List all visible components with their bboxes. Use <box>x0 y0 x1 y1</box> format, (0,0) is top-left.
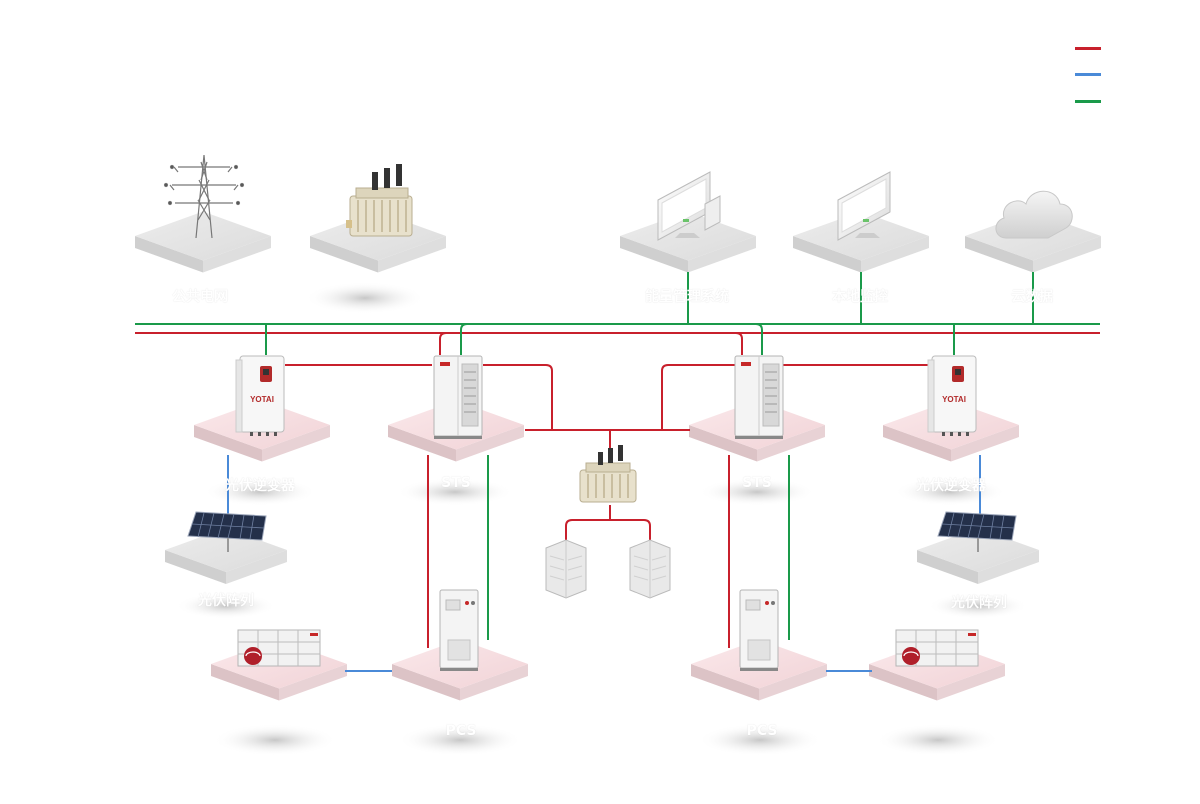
label-pcs-left: PCS <box>445 723 477 739</box>
battery-rack-icon <box>237 629 321 667</box>
legend-swatch-comm <box>1075 100 1101 103</box>
platform-grid <box>135 211 271 273</box>
platform-ems <box>620 211 756 273</box>
solar-panel-icon <box>937 511 1017 552</box>
label-sts-right: STS <box>742 475 772 491</box>
svg-text:YOTAI: YOTAI <box>250 395 274 404</box>
label-pcs-right: PCS <box>746 723 778 739</box>
connection-layer <box>135 272 1100 672</box>
transmission-tower-icon <box>163 154 245 239</box>
battery-rack-icon <box>895 629 979 667</box>
solar-panel-icon <box>187 511 267 552</box>
label-local-monitor: 本地监控 <box>832 289 888 305</box>
devices-layer: YOTAI YOTAI <box>163 154 1073 671</box>
pcs-cabinet-icon <box>739 589 779 671</box>
label-pv-array-right: 光伏阵列 <box>951 595 1007 611</box>
load-icon <box>629 539 671 599</box>
cloud-icon <box>995 190 1073 239</box>
pcs-cabinet-icon <box>439 589 479 671</box>
inverter-icon: YOTAI <box>235 355 285 436</box>
monitor-icon <box>837 171 891 241</box>
label-grid: 公共电网 <box>172 289 228 305</box>
svg-text:YOTAI: YOTAI <box>942 395 966 404</box>
transformer-icon <box>579 445 637 503</box>
label-pv-inverter-left: 光伏逆变器 <box>225 478 295 494</box>
monitor-icon <box>657 171 721 241</box>
label-pv-inverter-right: 光伏逆变器 <box>916 478 986 494</box>
inverter-icon: YOTAI <box>927 355 977 436</box>
legend-swatch-ac <box>1075 47 1101 50</box>
label-pv-array-left: 光伏阵列 <box>198 593 254 609</box>
load-icon <box>545 539 587 599</box>
label-cloud: 云数据 <box>1011 289 1053 305</box>
transformer-icon <box>346 164 413 237</box>
label-ems: 能量管理系统 <box>645 289 729 305</box>
label-sts-left: STS <box>441 475 471 491</box>
cabinet-icon <box>734 355 784 439</box>
legend-swatch-dc <box>1075 73 1101 76</box>
cabinet-icon <box>433 355 483 439</box>
